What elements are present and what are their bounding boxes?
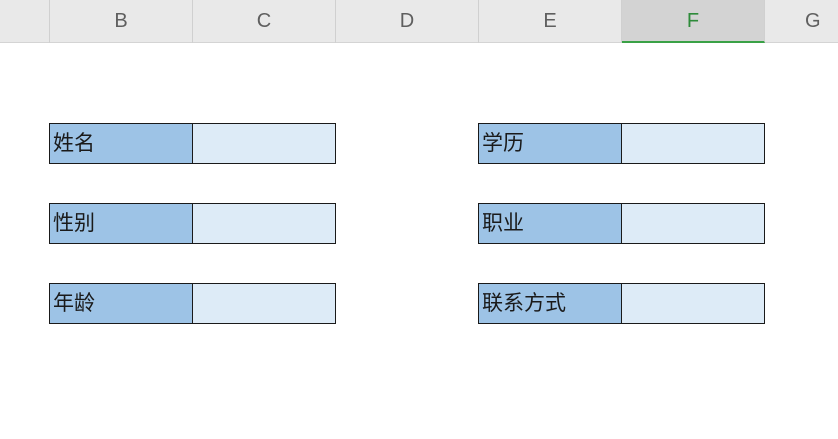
education-label-cell[interactable]: 学历 (478, 123, 622, 164)
gender-value-cell[interactable] (193, 203, 336, 244)
occupation-value-cell[interactable] (622, 203, 765, 244)
contact-label-cell[interactable]: 联系方式 (478, 283, 622, 324)
column-header-d[interactable]: D (336, 0, 479, 43)
column-header-c[interactable]: C (193, 0, 336, 43)
column-header-f[interactable]: F (622, 0, 765, 43)
occupation-label-cell[interactable]: 职业 (478, 203, 622, 244)
education-value-cell[interactable] (622, 123, 765, 164)
age-value-cell[interactable] (193, 283, 336, 324)
column-header-e[interactable]: E (479, 0, 622, 43)
name-label-cell[interactable]: 姓名 (49, 123, 193, 164)
gender-label-cell[interactable]: 性别 (49, 203, 193, 244)
column-header-b[interactable]: B (50, 0, 193, 43)
name-value-cell[interactable] (193, 123, 336, 164)
column-header-g[interactable]: G (765, 0, 838, 43)
column-header-bar: A B C D E F G (0, 0, 838, 43)
age-label-cell[interactable]: 年龄 (49, 283, 193, 324)
column-header-a[interactable]: A (0, 0, 50, 43)
contact-value-cell[interactable] (622, 283, 765, 324)
